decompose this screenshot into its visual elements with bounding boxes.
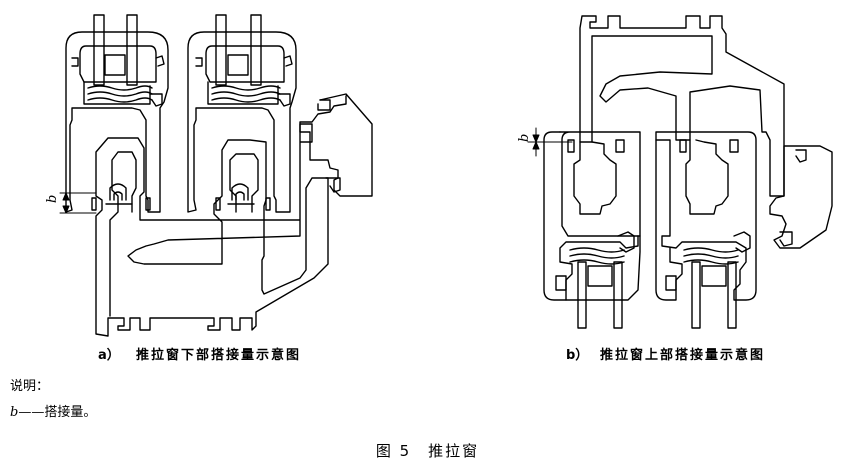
upper-outer-cover [769, 145, 833, 249]
center-rail-inner [229, 153, 259, 213]
left-roller [105, 183, 133, 205]
right-clip [277, 93, 291, 107]
outer-cover-clip [325, 177, 341, 193]
top-left-rail [573, 141, 617, 215]
outer-cover-hook [317, 99, 331, 111]
upper-outer-cover-clip [779, 231, 793, 247]
right-upper-glass-2 [727, 261, 737, 329]
bottom-frame-inner [109, 151, 137, 317]
left-upper-pile [567, 139, 625, 153]
right-upper-hook [665, 275, 677, 291]
note-symbol: b [10, 405, 19, 420]
panel-b-caption: 推拉窗上部搭接量示意图 [600, 347, 765, 363]
left-clip [149, 93, 163, 107]
right-pile-seal [215, 197, 271, 211]
left-seal-profile [83, 81, 151, 105]
left-upper-bottom [565, 235, 641, 301]
dimension-b-lower [59, 192, 97, 214]
left-glass-pane-1 [93, 14, 105, 86]
left-glass-spacer [104, 54, 126, 76]
left-upper-seal-hatch [569, 247, 625, 265]
panel-a-label: a） [98, 347, 120, 363]
left-upper-sash-body [543, 131, 639, 301]
left-upper-clip [617, 231, 635, 253]
right-hook-1 [195, 57, 203, 67]
left-hook-1 [71, 57, 79, 67]
dimension-symbol-b: b [517, 134, 532, 142]
left-pile-seal [91, 197, 151, 211]
right-upper-clip [733, 231, 751, 253]
bottom-frame-track [95, 123, 329, 337]
dimension-b-upper [527, 127, 573, 157]
right-seal-profile [207, 81, 279, 105]
figure-title: 图 5 推拉窗 [375, 442, 480, 460]
right-glass-spacer [227, 54, 249, 76]
upper-outer-cover-hook [795, 149, 807, 163]
left-sash-frame [65, 31, 169, 213]
left-upper-spacer [587, 265, 613, 287]
right-glass-pane-2 [250, 14, 262, 86]
panel-b-label: b） [566, 347, 588, 363]
left-sash-inner [79, 45, 157, 83]
note-item: b——搭接量。 [10, 401, 96, 420]
right-upper-pile [679, 139, 739, 153]
panel-a-caption: 推拉窗下部搭接量示意图 [136, 347, 301, 363]
right-upper-sash [655, 131, 757, 301]
left-upper-sash [559, 131, 641, 237]
right-hook-2 [283, 55, 293, 67]
right-sash-inner [205, 45, 285, 83]
right-upper-sash-left [655, 139, 683, 301]
left-seal-hatch [87, 85, 153, 103]
right-sash-frame [187, 31, 297, 213]
left-upper-glass-2 [613, 261, 623, 329]
panel-b-drawing [527, 15, 833, 329]
notes-heading: 说明： [10, 379, 50, 394]
right-seal-hatch [211, 85, 281, 103]
left-hook-2 [155, 55, 165, 67]
panel-a-drawing [59, 14, 373, 337]
right-roller [227, 183, 255, 205]
right-glass-pane-1 [215, 14, 227, 86]
top-frame [579, 15, 785, 197]
left-upper-hook [555, 275, 567, 291]
dimension-symbol-a: b [45, 195, 60, 203]
right-upper-glass-1 [691, 261, 701, 329]
left-upper-glass-1 [577, 261, 587, 329]
outer-cover-profile [299, 93, 373, 197]
left-glass-pane-2 [126, 14, 138, 86]
right-upper-seal-hatch [683, 247, 739, 265]
right-upper-spacer [701, 265, 727, 287]
note-text: ——搭接量。 [18, 405, 97, 420]
top-right-rail [685, 139, 729, 215]
